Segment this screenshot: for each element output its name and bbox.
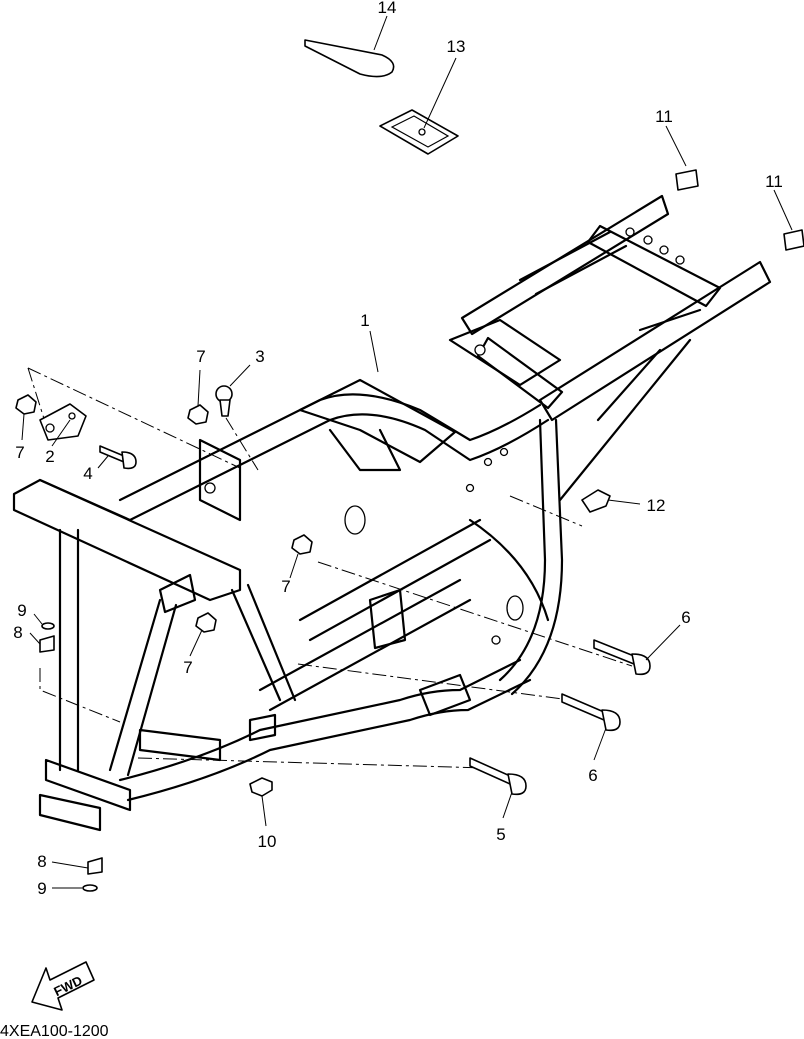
callout-1: 1: [360, 311, 369, 330]
callout-12: 12: [647, 496, 666, 515]
cap-11-a: [675, 169, 699, 191]
nut-7-top: [187, 404, 209, 425]
ring-9-lower: [82, 884, 98, 892]
fwd-arrow: FWD: [31, 961, 95, 1011]
leader-lines: [21, 15, 793, 889]
clip-12: [581, 489, 611, 513]
callout-8-upper: 8: [13, 623, 22, 642]
callout-7-low: 7: [183, 658, 192, 677]
bolt-5: [469, 757, 527, 796]
collar-8-lower: [87, 857, 103, 875]
nut-7-low: [195, 612, 217, 633]
callout-4: 4: [83, 464, 92, 483]
callout-7-left: 7: [15, 443, 24, 462]
ring-9-upper: [41, 622, 55, 630]
stud-10: [249, 777, 273, 797]
callout-5: 5: [496, 825, 505, 844]
nut-7-mid: [291, 534, 313, 555]
main-frame: [12, 194, 772, 832]
diagram-code: 4XEA100-1200: [0, 1023, 109, 1039]
callout-11-b: 11: [765, 172, 783, 191]
callout-7-mid: 7: [281, 577, 290, 596]
callout-3: 3: [255, 347, 264, 366]
callout-labels: 1 2 3 4 5 6 6 7 7 7 7 8 8 9 9 10 11 11 1…: [13, 0, 783, 898]
bracket-2: [39, 403, 87, 441]
callout-9-lower: 9: [37, 879, 46, 898]
callout-10: 10: [258, 832, 277, 851]
decal-14: [304, 39, 395, 78]
bolt-6a: [593, 639, 651, 676]
callout-11-a: 11: [655, 107, 673, 126]
callout-14: 14: [378, 0, 397, 17]
nut-7-left: [15, 394, 37, 415]
decal-13: [379, 109, 459, 155]
callout-6-lower: 6: [588, 766, 597, 785]
bolt-3: [215, 385, 233, 417]
cap-11-b: [783, 229, 804, 251]
callout-13: 13: [447, 37, 466, 56]
callout-8-lower: 8: [37, 852, 46, 871]
callout-7-top: 7: [196, 347, 205, 366]
assembly-lines: [27, 367, 633, 769]
bolt-6b: [561, 693, 621, 732]
bolt-4: [99, 445, 137, 470]
callout-6-upper: 6: [681, 608, 690, 627]
collar-8-upper: [39, 635, 55, 653]
callout-2: 2: [45, 447, 54, 466]
callout-9-upper: 9: [17, 601, 26, 620]
